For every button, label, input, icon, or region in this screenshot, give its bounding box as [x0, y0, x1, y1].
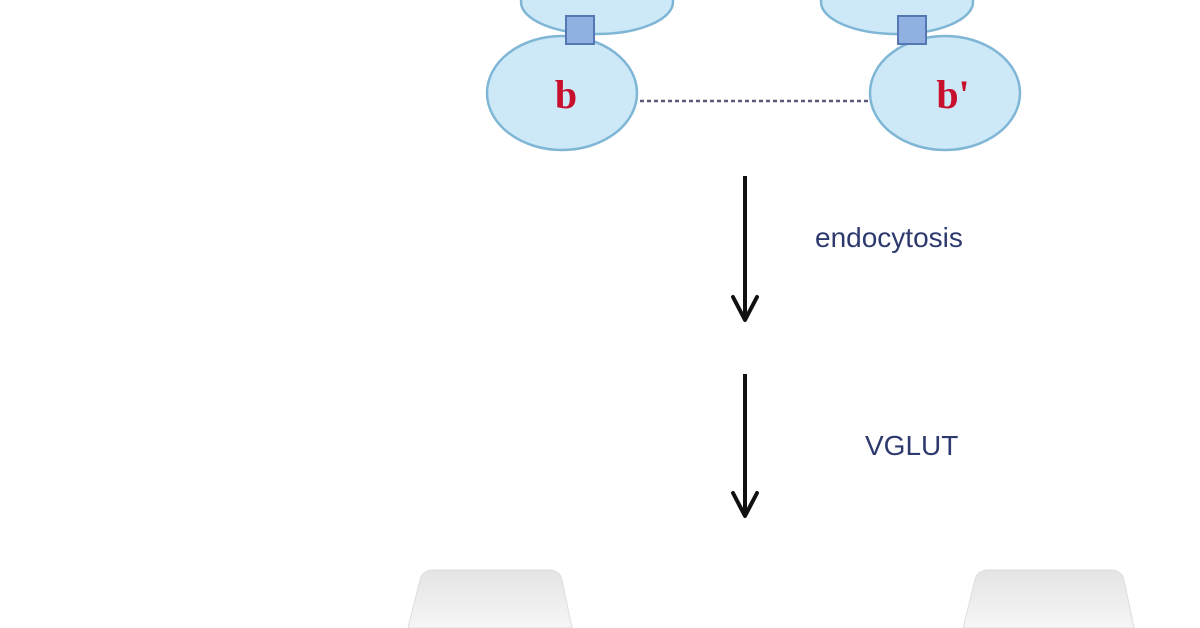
vglut-label: VGLUT [865, 430, 958, 461]
down-arrow-endocytosis [731, 176, 759, 322]
linker-square-left [565, 15, 595, 45]
lobe-b-label: b [555, 72, 577, 117]
lobe-b-prime-label: b' [936, 72, 969, 117]
endocytosis-label: endocytosis [815, 222, 963, 253]
lobe-b [485, 34, 639, 152]
down-arrow-vglut [731, 374, 759, 518]
bottom-right-vesicle-shape [962, 569, 1135, 628]
bottom-left-vesicle-shape [407, 569, 573, 628]
lobe-b-prime [868, 34, 1022, 152]
top-left-lobe [519, 0, 675, 36]
linker-square-right [897, 15, 927, 45]
